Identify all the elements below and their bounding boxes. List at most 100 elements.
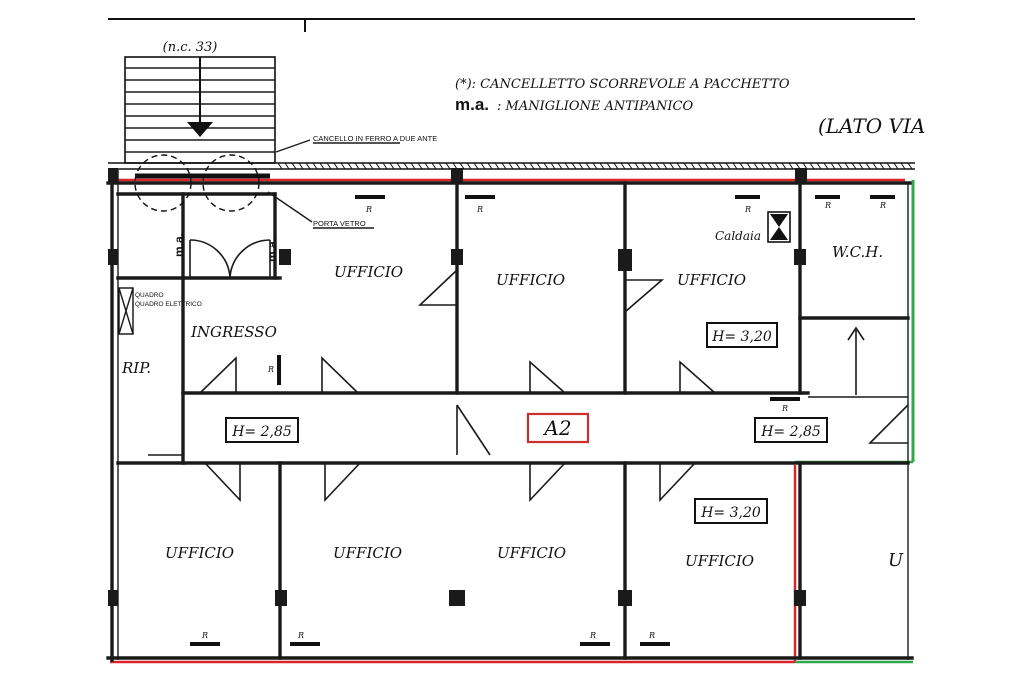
fence-hatch-line [354, 162, 360, 170]
fence-hatch-line [466, 162, 472, 170]
fence-hatch-line [396, 162, 402, 170]
fence-hatch-line [571, 162, 577, 170]
vestibule [116, 154, 282, 280]
room-label-office-bot-4: UFFICIO [685, 552, 754, 570]
fence-hatch-line [669, 162, 675, 170]
fence-hatch-line [578, 162, 584, 170]
room-label-ingresso: INGRESSO [190, 323, 277, 341]
fence-hatch-line [529, 162, 535, 170]
svg-text:H= 2,85: H= 2,85 [760, 424, 821, 440]
radiator-mark: R [297, 631, 304, 640]
fence-hatch-line [816, 162, 822, 170]
legend-line-1: (*): CANCELLETTO SCORREVOLE A PACCHETTO [455, 77, 790, 92]
fence-hatch-line [326, 162, 332, 170]
fence-hatch-line [697, 162, 703, 170]
fence-hatch-line [907, 162, 913, 170]
fence-hatch-line [627, 162, 633, 170]
fence-hatch-line [613, 162, 619, 170]
fence-hatch-line [851, 162, 857, 170]
svg-text:H= 2,85: H= 2,85 [231, 424, 292, 440]
fence-hatch-line [403, 162, 409, 170]
fence-hatch-line [641, 162, 647, 170]
fence-hatch-line [655, 162, 661, 170]
fence-hatch-line [298, 162, 304, 170]
fence-hatch-line [837, 162, 843, 170]
height-box-corridor-left: H= 2,85 [225, 417, 299, 443]
fence-hatch-line [501, 162, 507, 170]
structural-columns [108, 168, 807, 606]
exterior-walls [106, 168, 914, 662]
unit-label: A2 [526, 412, 590, 444]
height-box-office-bottom: H= 3,20 [694, 498, 768, 524]
fence-hatch-line [515, 162, 521, 170]
fence-hatch-line [858, 162, 864, 170]
fence-hatch-line [333, 162, 339, 170]
height-box-office-top: H= 3,20 [706, 322, 778, 348]
fence-hatch-line [347, 162, 353, 170]
fence-hatch-line [900, 162, 906, 170]
room-label-office-bot-5: U [888, 550, 904, 571]
fence-hatch-line [368, 162, 374, 170]
street-side-label: (LATO VIA [818, 114, 925, 138]
fence-hatch-line [277, 162, 283, 170]
radiator-mark: R [201, 631, 208, 640]
boiler-label: Caldaia [715, 229, 761, 243]
fence-hatch-line [648, 162, 654, 170]
radiator-mark: R [648, 631, 655, 640]
fence-hatch-line [382, 162, 388, 170]
radiator-mark: R [476, 205, 483, 214]
fence-hatch-line [417, 162, 423, 170]
fence-hatch-line [543, 162, 549, 170]
fence-hatch-line [634, 162, 640, 170]
fence-hatch-line [522, 162, 528, 170]
fence-hatch-line [459, 162, 465, 170]
fence-hatch-line [760, 162, 766, 170]
fence-hatch-line [361, 162, 367, 170]
fence-hatch-line [732, 162, 738, 170]
fence-hatch-line [683, 162, 689, 170]
radiator-marks: R R R R R R R R R R R [201, 201, 886, 640]
fence-hatch-line [389, 162, 395, 170]
room-label-office-bot-2: UFFICIO [333, 544, 402, 562]
radiator-mark: R [879, 201, 886, 210]
fence-hatch-line [704, 162, 710, 170]
radiator-mark: R [589, 631, 596, 640]
ma-mark-right: m.a. [265, 238, 279, 262]
fence-hatch-line [879, 162, 885, 170]
fence-hatch-line [711, 162, 717, 170]
svg-text:H= 3,20: H= 3,20 [700, 505, 761, 521]
fence-hatch-line [585, 162, 591, 170]
fence-hatch-line [438, 162, 444, 170]
fence-hatch-line [872, 162, 878, 170]
glass-door-note: PORTA VETRO [313, 219, 366, 228]
fence-hatch-line [753, 162, 759, 170]
radiator-mark: R [824, 201, 831, 210]
fence-hatch-line [431, 162, 437, 170]
fence-hatch-line [599, 162, 605, 170]
room-label-office-top-3: UFFICIO [677, 271, 746, 289]
fence-hatch-line [375, 162, 381, 170]
fence-hatch-line [319, 162, 325, 170]
fence-hatch-line [564, 162, 570, 170]
fence-hatch-line [473, 162, 479, 170]
room-label-wch: W.C.H. [832, 243, 883, 261]
electrical-panel-note: QUADRO QUADRO ELETTRICO [135, 292, 202, 308]
fence-hatch-line [676, 162, 682, 170]
room-label-rip: RIP. [121, 359, 151, 377]
radiators [190, 195, 895, 646]
fence-hatch-line [291, 162, 297, 170]
fence-hatch-line [844, 162, 850, 170]
fence-hatch-line [725, 162, 731, 170]
pillar [449, 590, 465, 606]
fence-hatch-line [508, 162, 514, 170]
fence-hatch-line [592, 162, 598, 170]
fence-hatch-line [557, 162, 563, 170]
fence-hatch-line [823, 162, 829, 170]
room-label-office-bot-3: UFFICIO [497, 544, 566, 562]
perimeter-fence [108, 162, 915, 170]
fence-hatch-line [781, 162, 787, 170]
fence-hatch-line [746, 162, 752, 170]
boiler-icon [767, 211, 791, 243]
fence-hatch-line [312, 162, 318, 170]
fence-hatch-line [662, 162, 668, 170]
